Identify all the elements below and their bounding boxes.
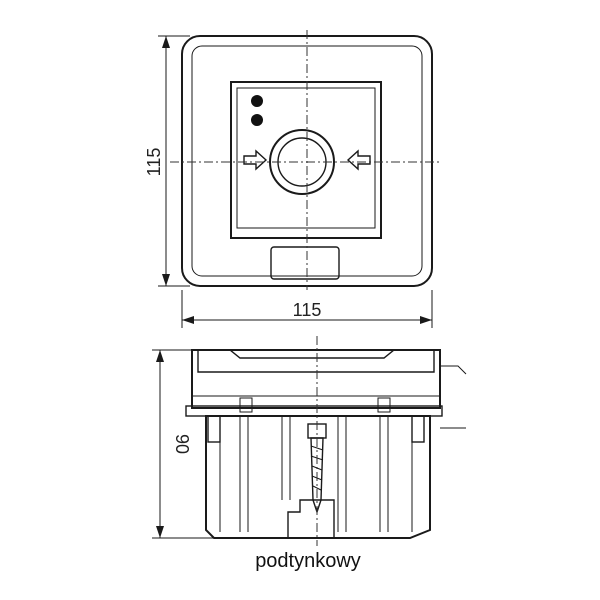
caption-label: podtynkowy bbox=[255, 550, 361, 572]
arrow-right-icon bbox=[243, 149, 268, 171]
dim-arrow-bottom bbox=[162, 274, 170, 286]
dimension-depth-label: 90 bbox=[172, 434, 192, 454]
dim-arrow-top bbox=[162, 36, 170, 48]
top-view: 115 115 bbox=[144, 30, 440, 328]
wall-reference-upper bbox=[440, 365, 467, 375]
indicator-led-1 bbox=[251, 95, 263, 107]
button-plate bbox=[230, 81, 382, 239]
indicator-led-2 bbox=[251, 114, 263, 126]
screw-tab-left bbox=[239, 397, 253, 413]
bottom-notch bbox=[287, 499, 335, 538]
button-plate-inner bbox=[236, 87, 376, 229]
dim-arrow-depth-top bbox=[156, 350, 164, 362]
side-view: 90 podtynkowy bbox=[152, 336, 467, 572]
dim-arrow-right bbox=[420, 316, 432, 324]
cover-cap-top bbox=[197, 349, 435, 373]
box-ribs bbox=[219, 416, 413, 532]
dimension-height-label: 115 bbox=[144, 148, 164, 177]
dim-arrow-left bbox=[182, 316, 194, 324]
dimension-width-label: 115 bbox=[293, 300, 322, 320]
claw-left bbox=[207, 415, 221, 443]
dim-arrow-depth-bottom bbox=[156, 526, 164, 538]
box-body bbox=[205, 415, 431, 539]
arrow-left-icon bbox=[346, 149, 371, 171]
label-window bbox=[270, 246, 340, 280]
screw-tab-right bbox=[377, 397, 391, 413]
push-button-outer bbox=[269, 129, 335, 195]
claw-right bbox=[411, 415, 425, 443]
cover-cap bbox=[191, 349, 441, 409]
